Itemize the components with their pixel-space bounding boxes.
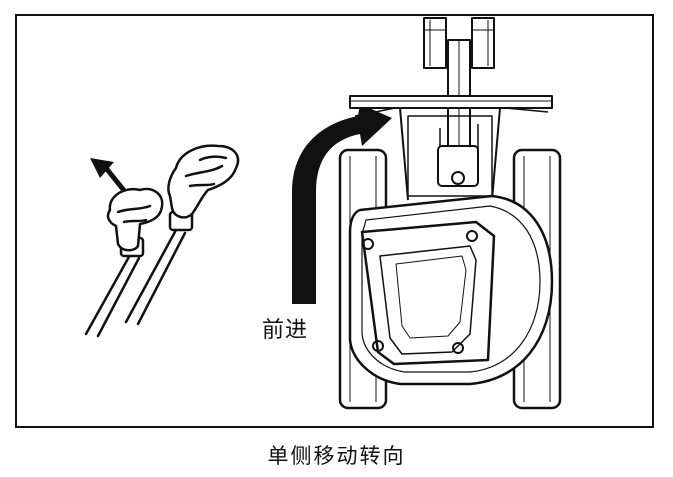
caption: 单侧移动转向: [267, 444, 406, 468]
push-arrow-icon: [90, 158, 129, 196]
forward-turn-arrow-icon: [292, 104, 392, 304]
hand-lever-icon: [84, 144, 240, 338]
forward-label: 前进: [262, 312, 309, 344]
excavator-top-view-icon: [338, 17, 562, 410]
